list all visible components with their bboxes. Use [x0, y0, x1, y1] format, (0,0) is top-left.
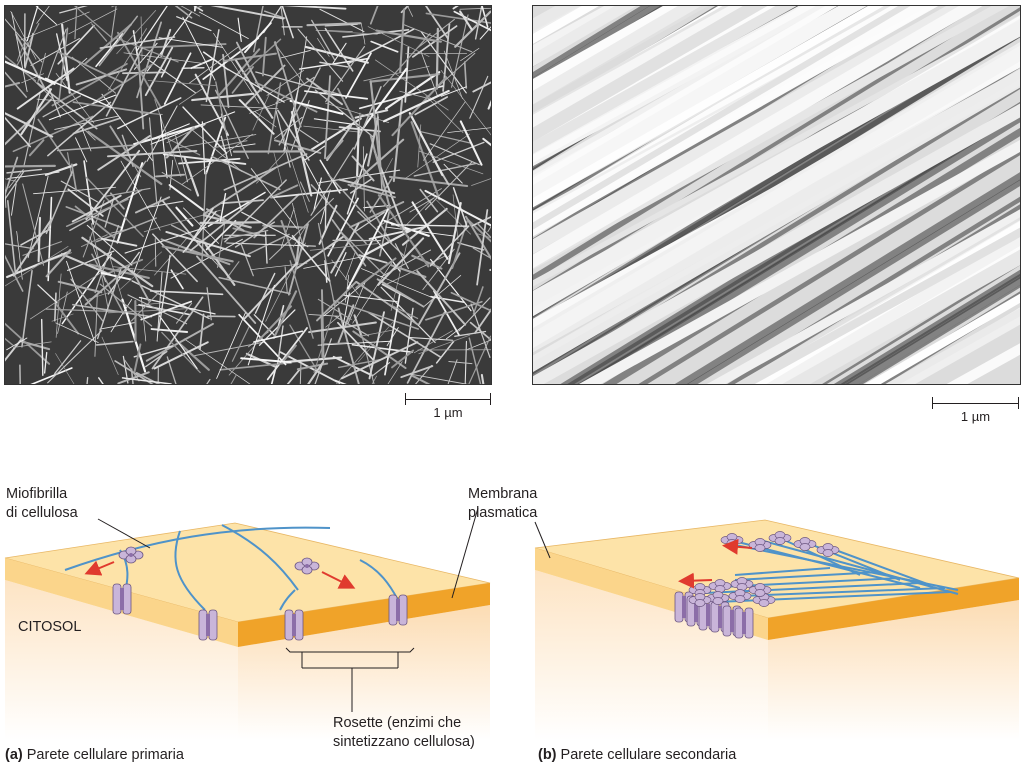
- rosette-transmembrane-a1: [112, 583, 132, 615]
- label-rosettes-line1: Rosette (enzimi che: [333, 715, 462, 731]
- cellulose-microfibrils-a: [64, 524, 399, 611]
- scale-bar-left-label: 1 µm: [433, 405, 463, 420]
- rosette-transmembrane-a2: [198, 609, 218, 641]
- rosette-surface-b2: [748, 538, 772, 552]
- caption-panel-a-text: Parete cellulare primaria: [26, 747, 184, 763]
- movement-arrow-a2: [321, 571, 356, 589]
- label-membrane: Membrana plasmatica: [468, 485, 537, 523]
- scale-bar-right-label: 1 µm: [960, 409, 991, 424]
- rosette-surface-a2: [294, 557, 320, 575]
- label-microfibril: Miofibrilla di cellulosa: [6, 485, 78, 523]
- micrograph-primary-wall: [4, 5, 492, 385]
- scale-bar-left: 1 µm: [405, 393, 491, 423]
- label-membrane-line1: Membrana: [468, 486, 538, 502]
- label-membrane-line2: plasmatica: [468, 505, 538, 521]
- caption-panel-a-letter: (a): [5, 747, 23, 763]
- rosette-surface-b4: [793, 537, 817, 551]
- label-microfibril-line2: di cellulosa: [6, 505, 78, 521]
- rosette-surface-b12: [748, 583, 772, 597]
- cytosol-block-b: [535, 570, 1019, 740]
- label-microfibril-line1: Miofibrilla: [6, 486, 68, 502]
- movement-arrow-a1: [84, 560, 115, 576]
- rosette-surface-b3: [768, 531, 792, 545]
- rosette-surface-b8: [730, 577, 754, 591]
- label-rosettes: Rosette (enzimi che sintetizzano cellulo…: [333, 714, 475, 752]
- scale-bar-right: 1 µm: [932, 397, 1019, 427]
- label-cytosol: CITOSOL: [18, 619, 82, 635]
- rosette-surface-b6: [688, 583, 712, 597]
- rosette-cluster-b: [674, 531, 840, 639]
- caption-panel-b: (b) Parete cellulare secondaria: [538, 747, 736, 763]
- caption-panel-a: (a) Parete cellulare primaria: [5, 747, 184, 763]
- rosette-surface-b5: [816, 543, 840, 557]
- cellulose-microfibrils-b: [689, 537, 959, 604]
- leader-lines-a: [97, 507, 479, 712]
- micrograph-secondary-wall-image: [533, 6, 1020, 384]
- rosette-transmembrane-a3: [284, 609, 304, 641]
- rosette-transmembrane-b6: [734, 607, 754, 639]
- rosette-surface-b13: [688, 593, 712, 607]
- caption-panel-b-text: Parete cellulare secondaria: [560, 747, 737, 763]
- transmembrane-rosettes-a: [112, 583, 408, 641]
- leader-lines-b: [534, 521, 551, 559]
- rosette-transmembrane-a4: [388, 594, 408, 626]
- movement-arrow-b2: [678, 572, 713, 589]
- caption-panel-b-letter: (b): [538, 747, 557, 763]
- micrograph-secondary-wall: [532, 5, 1021, 385]
- rosette-surface-a1: [118, 546, 144, 564]
- rosette-surface-b7: [708, 579, 732, 593]
- rosette-surface-b11: [728, 589, 752, 603]
- micrograph-primary-wall-image: [5, 6, 491, 384]
- movement-arrow-b1: [722, 538, 753, 555]
- label-rosettes-line2: sintetizzano cellulosa): [333, 734, 475, 750]
